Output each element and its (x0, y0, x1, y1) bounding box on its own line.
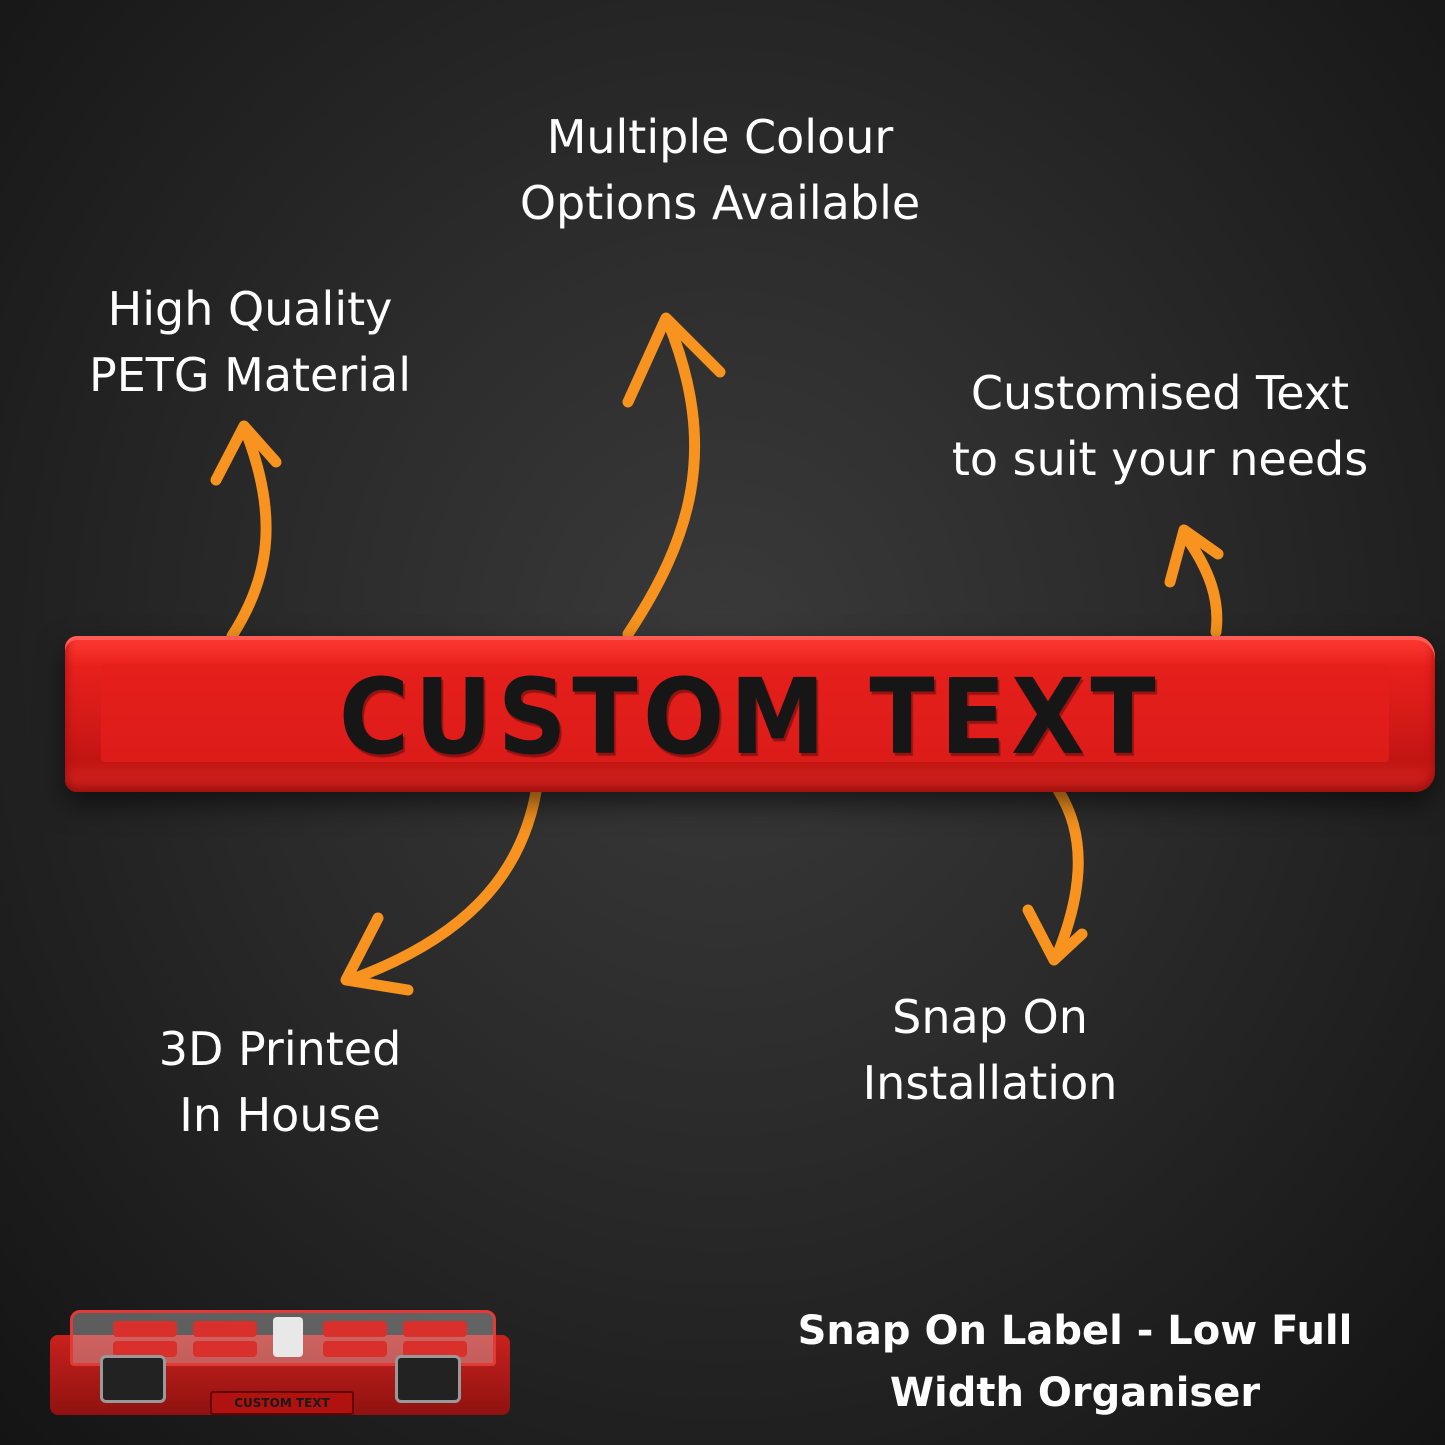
product-title-line2: Width Organiser (889, 1370, 1261, 1416)
feature-colour-line2: Options Available (519, 176, 921, 230)
organiser-slot (403, 1321, 467, 1337)
organiser-center-bar (273, 1317, 303, 1357)
label-custom-text: CUSTOM TEXT (338, 656, 1162, 778)
organiser-slot (113, 1341, 177, 1357)
organiser-slot (323, 1341, 387, 1357)
arrow-printed-icon (340, 786, 542, 996)
product-title-line1: Snap On Label - Low Full (797, 1308, 1353, 1354)
arrow-snap-icon (1022, 784, 1088, 966)
arrow-quality-icon (210, 420, 282, 642)
feature-snap-installation: Snap On Installation (820, 984, 1160, 1116)
product-title: Snap On Label - Low Full Width Organiser (770, 1300, 1380, 1424)
arrow-colour-icon (622, 312, 726, 640)
organiser-case-image: CUSTOM TEXT (40, 1305, 520, 1425)
organiser-slot (193, 1321, 257, 1337)
arrow-custom-icon (1164, 524, 1224, 638)
custom-label-product: CUSTOM TEXT (65, 636, 1435, 792)
feature-colour-options: Multiple Colour Options Available (440, 104, 1000, 236)
feature-printed-line2: In House (179, 1088, 381, 1142)
feature-quality-line1: High Quality (107, 282, 393, 336)
organiser-slot (323, 1321, 387, 1337)
feature-snap-line1: Snap On (892, 990, 1088, 1044)
organiser-slot (113, 1321, 177, 1337)
feature-customised-text: Customised Text to suit your needs (930, 360, 1390, 492)
feature-printed-line1: 3D Printed (158, 1022, 402, 1076)
organiser-latch-right (395, 1355, 461, 1403)
feature-colour-line1: Multiple Colour (546, 110, 894, 164)
feature-snap-line2: Installation (862, 1056, 1118, 1110)
feature-quality-line2: PETG Material (88, 348, 412, 402)
organiser-latch-left (100, 1355, 166, 1403)
feature-custom-line1: Customised Text (970, 366, 1350, 420)
organiser-slot (193, 1341, 257, 1357)
feature-3d-printed: 3D Printed In House (100, 1016, 460, 1148)
feature-custom-line2: to suit your needs (951, 432, 1369, 486)
organiser-label-text: CUSTOM TEXT (210, 1391, 354, 1415)
organiser-slot (403, 1341, 467, 1357)
feature-material-quality: High Quality PETG Material (40, 276, 460, 408)
